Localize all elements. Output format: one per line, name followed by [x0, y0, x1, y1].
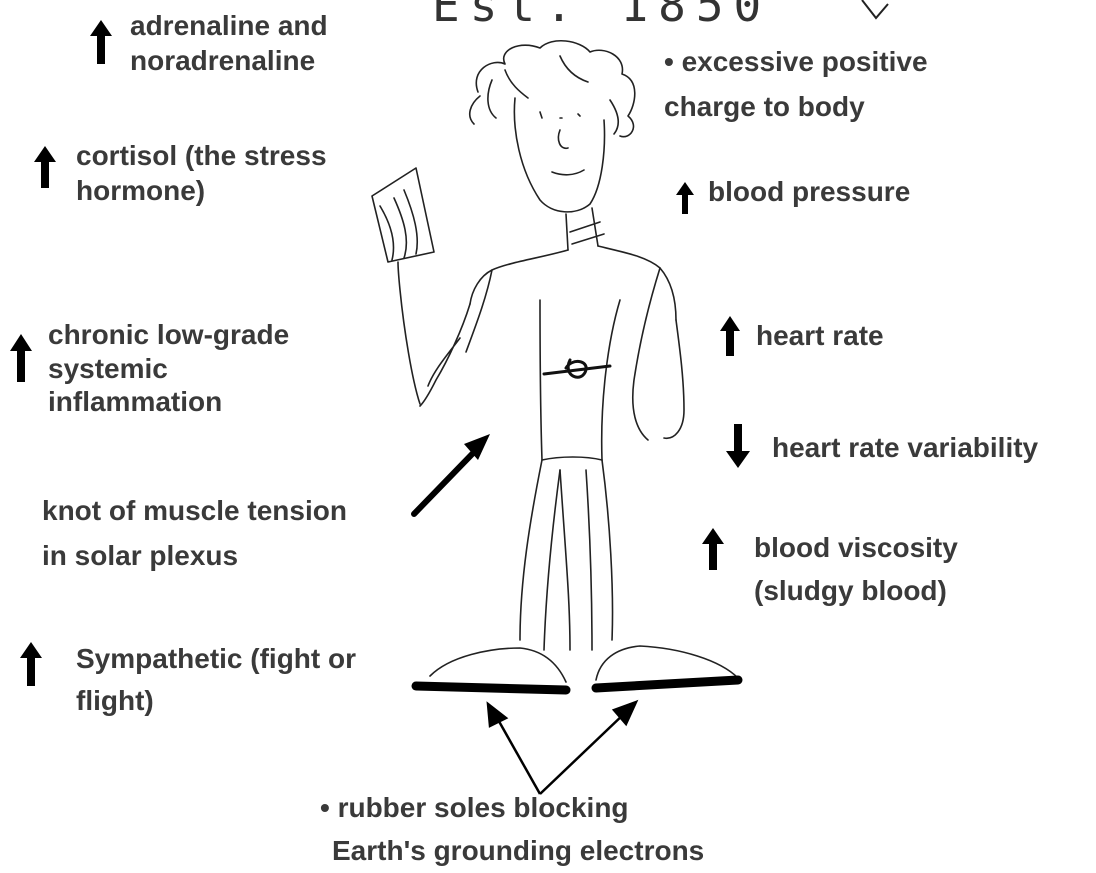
left-rubber-sole	[416, 686, 566, 690]
inflammation-label: chronic low-grade systemic inflammation	[48, 318, 289, 419]
cortisol-up-arrow-icon	[34, 146, 56, 188]
positive-charge-label: • excessive positive charge to body	[664, 40, 928, 130]
sympathetic-up-arrow-icon	[20, 642, 42, 686]
adrenaline-label: adrenaline and noradrenaline	[130, 8, 328, 79]
cortisol-label: cortisol (the stress hormone)	[76, 138, 327, 209]
soles-pointer-arrows	[488, 702, 636, 794]
right-rubber-sole	[596, 680, 738, 688]
muscle-knot-label: knot of muscle tension in solar plexus	[42, 488, 347, 579]
hrv-label: heart rate variability	[772, 430, 1038, 465]
blood-pressure-up-arrow-icon	[676, 182, 694, 214]
sympathetic-label: Sympathetic (fight or flight)	[76, 638, 356, 722]
inflammation-up-arrow-icon	[10, 334, 32, 382]
hrv-down-arrow-icon	[726, 424, 750, 468]
adrenaline-up-arrow-icon	[90, 20, 112, 64]
blood-viscosity-label: blood viscosity (sludgy blood)	[754, 526, 958, 613]
heart-rate-label: heart rate	[756, 318, 884, 353]
rubber-soles-label: • rubber soles blocking Earth's groundin…	[320, 786, 704, 873]
heart-rate-up-arrow-icon	[720, 316, 740, 356]
knot-pointer-arrow	[414, 434, 490, 514]
blood-pressure-label: blood pressure	[708, 174, 910, 209]
solar-plexus-knot	[544, 360, 610, 377]
blood-viscosity-up-arrow-icon	[702, 528, 724, 570]
